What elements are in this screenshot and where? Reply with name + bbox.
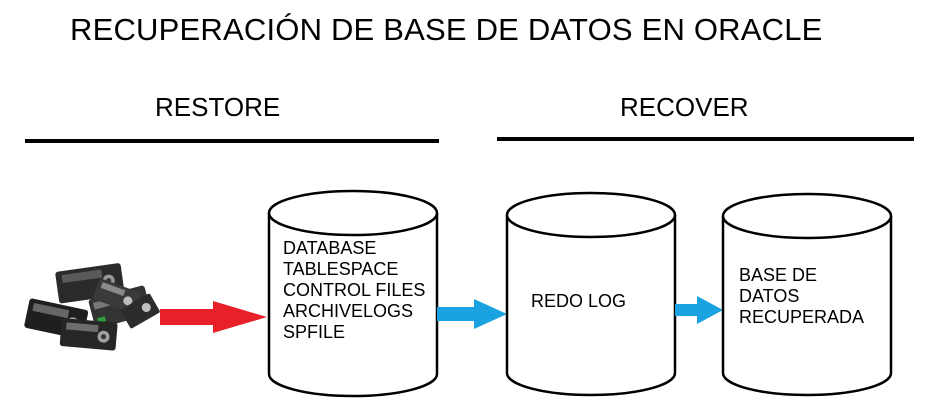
recovered-line: DATOS (739, 286, 800, 306)
restore-arrow (160, 301, 267, 333)
recovered-database-label: BASE DE DATOS RECUPERADA (739, 265, 864, 328)
tape-cartridges-icon (24, 263, 160, 351)
recovered-line: BASE DE (739, 265, 818, 285)
transfer-arrow (437, 299, 507, 329)
restore-item: TABLESPACE (283, 259, 399, 279)
restore-rule (25, 139, 439, 143)
restore-item: ARCHIVELOGS (283, 301, 414, 321)
recovered-database-cylinder (721, 192, 893, 397)
restore-item: SPFILE (283, 322, 346, 342)
restore-item: DATABASE (283, 238, 377, 258)
recover-rule (497, 137, 914, 141)
page-title: RECUPERACIÓN DE BASE DE DATOS EN ORACLE (70, 12, 823, 47)
redo-log-label: REDO LOG (531, 291, 627, 311)
recovered-line: RECUPERADA (739, 307, 865, 327)
restore-label: RESTORE (155, 92, 281, 122)
apply-arrow (675, 296, 723, 324)
recover-label: RECOVER (620, 92, 749, 122)
redo-log-cylinder (505, 191, 677, 397)
restore-items-list: DATABASE TABLESPACE CONTROL FILES ARCHIV… (283, 238, 425, 343)
restore-item: CONTROL FILES (283, 280, 426, 300)
restore-cylinder (267, 189, 439, 398)
